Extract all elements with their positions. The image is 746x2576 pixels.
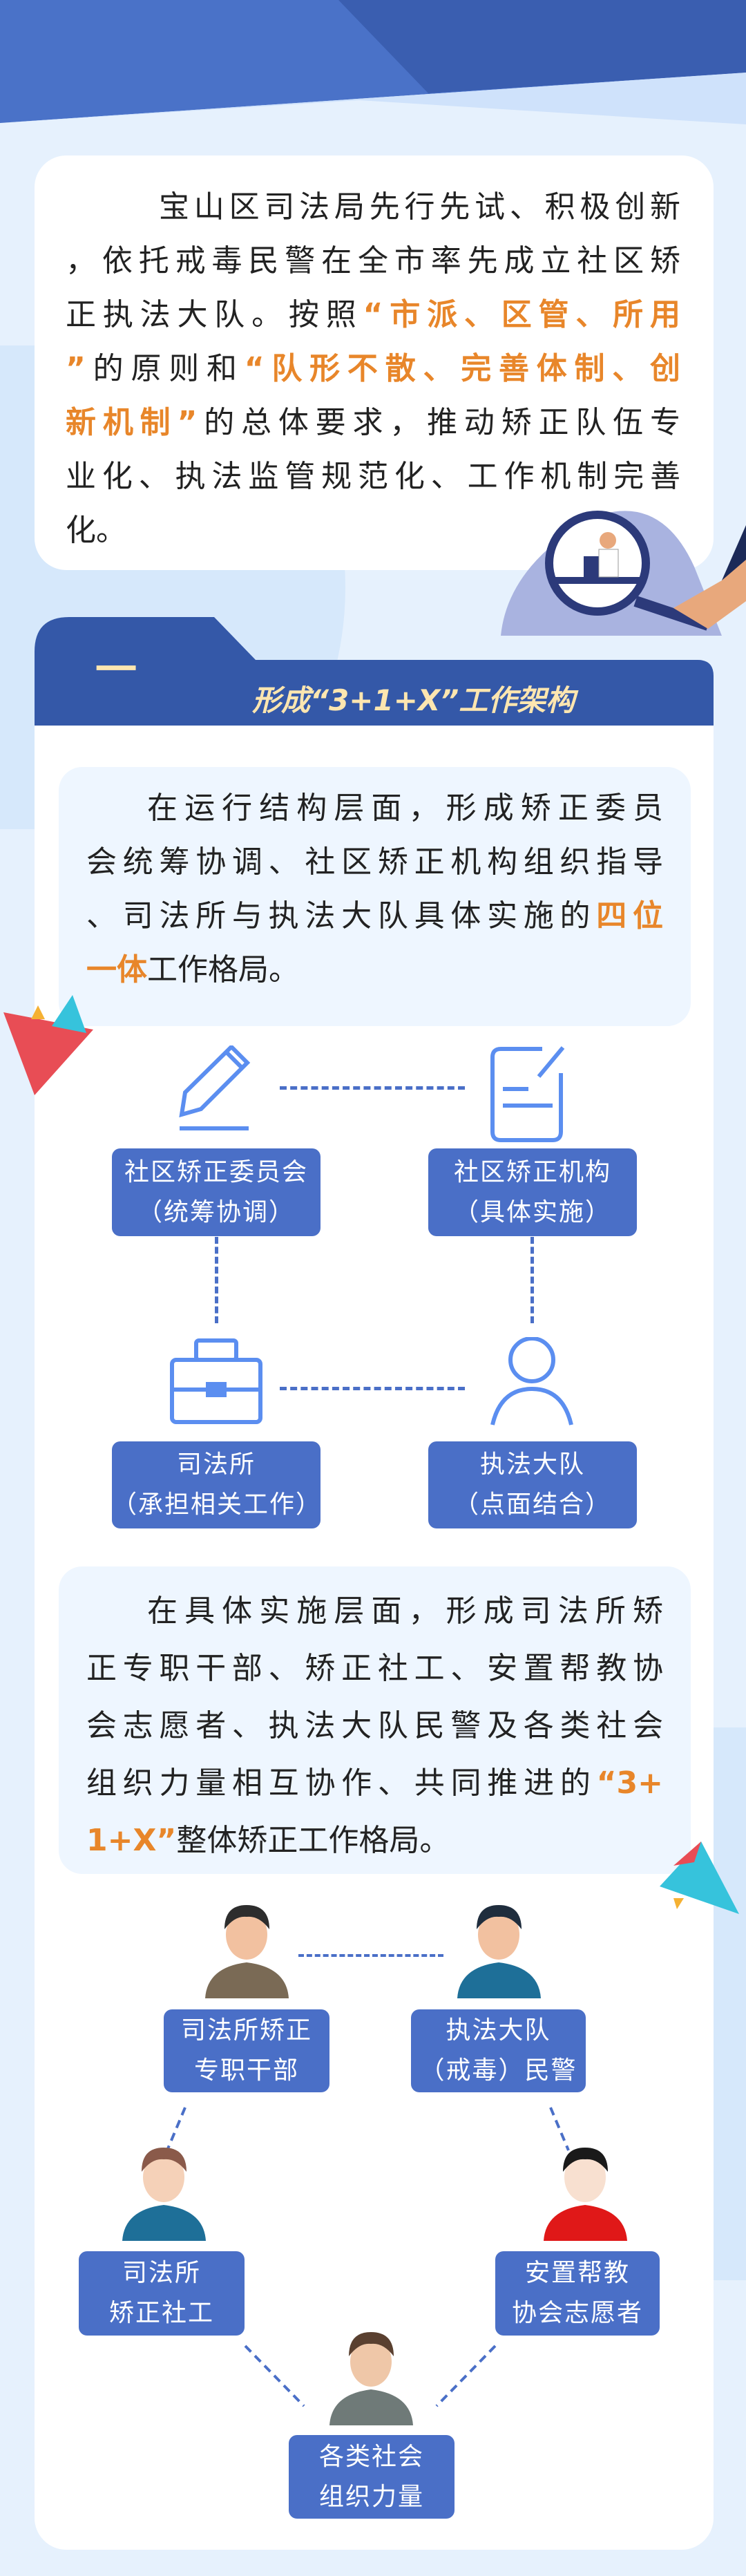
- intro-card: 宝山区司法局先行先试、积极创新，依托戒毒民警在全市率先成立社区矫正执法大队。按照…: [35, 155, 714, 570]
- highlight-text: ”: [66, 351, 86, 386]
- paragraph-line: 1+X”整体矫正工作格局。: [86, 1820, 663, 1862]
- police-avatar-icon: [457, 1905, 541, 1998]
- paragraph-line: 化。: [66, 510, 680, 551]
- paragraph-line: 一体工作格局。: [86, 949, 663, 991]
- body-text: 在运行结构层面，形成矫正委员: [147, 790, 663, 826]
- node-box: 司法所矫正专职干部: [164, 2009, 329, 2092]
- connector-line: [280, 1387, 465, 1390]
- connector-line: [215, 1237, 218, 1323]
- paragraph-line: 在具体实施层面，形成司法所矫: [86, 1591, 663, 1632]
- decorative-triangles: [660, 1841, 739, 1914]
- node-label: 矫正社工: [108, 2299, 214, 2327]
- body-text: 宝山区司法局先行先试、积极创新: [159, 189, 680, 225]
- connector-line: [280, 1086, 465, 1090]
- highlight-text: 新机制”: [66, 405, 198, 440]
- cadre-avatar-icon: [205, 1905, 289, 1998]
- highlight-text: “市派、区管、所用: [363, 297, 681, 332]
- pencil-icon: [179, 1045, 251, 1130]
- node-label: 社区矫正委员会: [124, 1157, 308, 1186]
- paragraph-line: 正专职干部、矫正社工、安置帮教协: [86, 1648, 663, 1689]
- paragraph-line: 新机制”的总体要求，推动矫正队伍专: [66, 402, 680, 444]
- body-text: 工作格局。: [147, 952, 299, 987]
- highlight-text: 一体: [86, 952, 147, 987]
- body-text: 在具体实施层面，形成司法所矫: [147, 1593, 663, 1629]
- structure-paragraph: 在运行结构层面，形成矫正委员会统筹协调、社区矫正机构组织指导、司法所与执法大队具…: [86, 788, 663, 1009]
- node-label: 各类社会: [318, 2442, 424, 2471]
- node-box: 司法所矫正社工: [79, 2251, 245, 2336]
- highlight-text: “3+: [596, 1765, 663, 1801]
- body-text: 的原则和: [85, 351, 245, 386]
- node-box: 社区矫正机构 （具体实施）: [428, 1148, 637, 1236]
- node-label: 执法大队: [479, 1450, 585, 1479]
- document-edit-icon: [490, 1046, 565, 1142]
- node-label: （点面结合）: [453, 1490, 611, 1519]
- node-box: 司法所 （承担相关工作）: [112, 1441, 321, 1528]
- citizen-avatar-icon: [329, 2332, 413, 2425]
- body-text: 的总体要求，推动矫正队伍专: [197, 405, 680, 440]
- paragraph-line: ，依托戒毒民警在全市率先成立社区矫: [66, 240, 680, 282]
- paragraph-line: 会志愿者、执法大队民警及各类社会: [86, 1705, 663, 1747]
- section-title: 形成“3+1+X”工作架构: [252, 683, 575, 717]
- body-text: 整体矫正工作格局。: [176, 1823, 450, 1858]
- connector-line: [298, 1954, 443, 1957]
- paragraph-line: 组织力量相互协作、共同推进的“3+: [86, 1763, 663, 1804]
- node-label: 司法所: [122, 2259, 201, 2287]
- node-label: （统筹协调）: [137, 1197, 295, 1227]
- section-number: 一: [95, 646, 137, 694]
- paragraph-line: ”的原则和“队形不散、完善体制、创: [66, 348, 680, 390]
- structure-text-box: 在运行结构层面，形成矫正委员会统筹协调、社区矫正机构组织指导、司法所与执法大队具…: [59, 767, 691, 1026]
- node-label: （具体实施）: [453, 1197, 611, 1227]
- paragraph-line: 业化、执法监管规范化、工作机制完善: [66, 456, 680, 498]
- node-box: 各类社会组织力量: [289, 2435, 455, 2519]
- body-text: 业化、执法监管规范化、工作机制完善: [66, 459, 680, 494]
- body-text: 会统筹协调、社区矫正机构组织指导: [86, 844, 663, 880]
- paragraph-line: 正执法大队。按照“市派、区管、所用: [66, 294, 680, 336]
- intro-paragraph: 宝山区司法局先行先试、积极创新，依托戒毒民警在全市率先成立社区矫正执法大队。按照…: [66, 187, 680, 548]
- paragraph-line: 宝山区司法局先行先试、积极创新: [66, 187, 680, 228]
- paragraph-line: 、司法所与执法大队具体实施的四位: [86, 896, 663, 937]
- node-label: （承担相关工作）: [112, 1490, 323, 1519]
- body-text: 、司法所与执法大队具体实施的: [86, 898, 597, 934]
- section-header-tab: [35, 617, 714, 741]
- node-label: 司法所矫正: [180, 2016, 312, 2045]
- node-box: 执法大队 （点面结合）: [428, 1441, 637, 1528]
- node-label: 执法大队: [446, 2016, 551, 2045]
- volunteer-avatar-icon: [544, 2148, 627, 2241]
- highlight-text: “队形不散、完善体制、创: [244, 351, 681, 386]
- body-text: ，依托戒毒民警在全市率先成立社区矫: [66, 243, 680, 278]
- highlight-text: 1+X”: [86, 1823, 177, 1858]
- node-label: （戒毒）民警: [419, 2056, 577, 2085]
- node-box: 执法大队 （戒毒）民警: [411, 2009, 586, 2092]
- node-box: 安置帮教协会志愿者: [495, 2251, 660, 2336]
- decorative-triangles: [3, 995, 93, 1095]
- person-icon: [490, 1337, 573, 1426]
- magnifier-illustration: [501, 511, 746, 636]
- highlight-text: 四位: [596, 898, 663, 934]
- node-label: 组织力量: [318, 2482, 424, 2511]
- node-label: 专职干部: [193, 2056, 299, 2085]
- body-text: 组织力量相互协作、共同推进的: [86, 1765, 597, 1801]
- briefcase-icon: [170, 1338, 262, 1424]
- body-text: 正专职干部、矫正社工、安置帮教协: [86, 1651, 663, 1686]
- implementation-paragraph: 在具体实施层面，形成司法所矫正专职干部、矫正社工、安置帮教协会志愿者、执法大队民…: [86, 1591, 663, 1867]
- body-text: 化。: [66, 513, 126, 548]
- connector-line: [530, 1237, 534, 1323]
- implementation-text-box: 在具体实施层面，形成司法所矫正专职干部、矫正社工、安置帮教协会志愿者、执法大队民…: [59, 1566, 691, 1874]
- social-worker-avatar-icon: [122, 2148, 206, 2241]
- node-label: 司法所: [176, 1450, 256, 1479]
- node-label: 协会志愿者: [511, 2299, 643, 2327]
- paragraph-line: 会统筹协调、社区矫正机构组织指导: [86, 842, 663, 883]
- node-box: 社区矫正委员会 （统筹协调）: [112, 1148, 321, 1236]
- body-text: 会志愿者、执法大队民警及各类社会: [86, 1708, 663, 1743]
- header-banner: [0, 0, 746, 124]
- body-text: 正执法大队。按照: [66, 297, 363, 332]
- node-label: 社区矫正机构: [453, 1157, 611, 1186]
- paragraph-line: 在运行结构层面，形成矫正委员: [86, 788, 663, 829]
- node-label: 安置帮教: [524, 2259, 630, 2287]
